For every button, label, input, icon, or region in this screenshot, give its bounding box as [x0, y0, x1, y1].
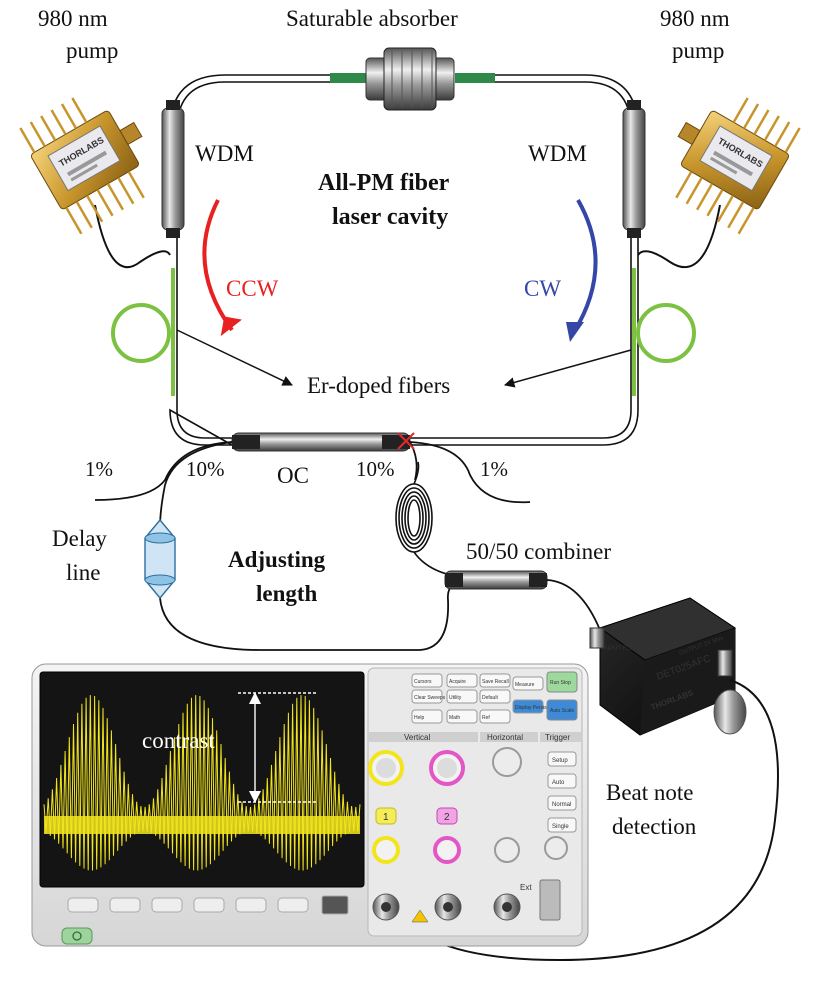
ccw-arrow: [202, 199, 242, 337]
er-doped-fiber-right: [632, 268, 696, 396]
ch2-label: 2: [444, 812, 450, 823]
sa-green-sleeves: [330, 73, 495, 83]
beat-note-waveform: [43, 695, 361, 871]
scope-button-label: Cursors: [414, 679, 432, 685]
scope-button[interactable]: [479, 673, 511, 688]
section-horizontal: Horizontal: [487, 733, 523, 742]
pct-10-right: 10%: [356, 457, 395, 481]
pump-left-line1: 980 nm: [38, 6, 108, 31]
saturable-absorber-connector: [365, 47, 455, 111]
pct-1-right: 1%: [480, 457, 508, 481]
oc-label: OC: [277, 463, 309, 488]
ext-label: Ext: [520, 883, 532, 892]
pump-diode-left: THORLABS: [19, 97, 145, 235]
scope-button-label: Default: [482, 695, 498, 701]
wdm-left: [161, 100, 185, 238]
pump-fibers: [94, 204, 721, 268]
bnc-inputs: Ext: [372, 879, 561, 923]
section-trigger: Trigger: [545, 733, 570, 742]
adjusting-length-line1: Adjusting: [228, 547, 326, 572]
trigger-button[interactable]: [547, 773, 577, 789]
scope-button[interactable]: [479, 709, 511, 724]
pump-diode-right: THORLABS: [675, 97, 801, 235]
pct-10-left: 10%: [186, 457, 225, 481]
scope-button[interactable]: [512, 699, 544, 714]
contrast-label: contrast: [142, 728, 215, 753]
signal-cable: [394, 679, 779, 962]
horizontal-knobs: [492, 747, 568, 863]
trigger-button[interactable]: [547, 817, 577, 833]
scope-button-label: Clear Sweeps: [414, 695, 446, 701]
trigger-button[interactable]: [547, 795, 577, 811]
scope-button[interactable]: [546, 671, 578, 693]
beat-note-line1: Beat note: [606, 780, 694, 805]
er-fibers-label: Er-doped fibers: [307, 373, 450, 398]
fiber-spool: [395, 461, 471, 579]
scope-trace: [43, 695, 361, 871]
scope-button-label: Help: [414, 715, 425, 721]
wdm-right-label: WDM: [528, 141, 587, 166]
trigger-button-label: Single: [552, 824, 569, 830]
ccw-label: CCW: [226, 276, 279, 301]
scope-button-label: Run Stop: [550, 680, 571, 686]
wdm-left-label: WDM: [195, 141, 254, 166]
labels: 980 nm pump 980 nm pump Saturable absorb…: [38, 6, 730, 839]
scope-button-label: Measure: [515, 682, 535, 688]
er-doped-fiber-left: [111, 268, 175, 396]
section-vertical: Vertical: [404, 733, 430, 742]
cavity-title-line1: All-PM fiber: [318, 170, 450, 196]
combiner-label: 50/50 combiner: [466, 539, 611, 564]
scope-button[interactable]: [411, 709, 443, 724]
contrast-marker: [238, 692, 318, 803]
trigger-button-label: Normal: [552, 802, 571, 808]
er-fiber-pointers: [176, 329, 632, 388]
scope-button[interactable]: [446, 709, 478, 724]
wdm-right: [622, 100, 646, 238]
cw-arrow: [566, 199, 598, 342]
scope-button[interactable]: [446, 689, 478, 704]
fiber-cut-mark: [397, 432, 415, 450]
scope-button[interactable]: [479, 689, 511, 704]
cw-label: CW: [524, 276, 561, 301]
pump-right-line2: pump: [672, 38, 724, 63]
scope-button-label: Auto Scale: [550, 708, 574, 714]
detector-input-label: INPUT FC/PC: [603, 646, 641, 652]
delay-line-line1: Delay: [52, 526, 107, 551]
photodetector: DET025AFC THORLABS OUTPUT 2V Max INPUT F…: [589, 597, 747, 736]
delay-line-line2: line: [66, 560, 101, 585]
combiner-5050: [444, 570, 601, 631]
scope-button[interactable]: [446, 673, 478, 688]
trigger-button[interactable]: [547, 751, 577, 767]
scope-button-label: Math: [449, 715, 460, 721]
pct-1-left: 1%: [85, 457, 113, 481]
power-button: [61, 927, 93, 945]
noise-band: [44, 816, 360, 834]
output-coupler: [231, 432, 411, 452]
adjusting-length-line2: length: [256, 581, 318, 606]
scope-button[interactable]: [546, 699, 578, 721]
scope-button[interactable]: [411, 689, 443, 704]
pump-left-line2: pump: [66, 38, 118, 63]
scope-button-label: Utility: [449, 695, 462, 701]
scope-button-label: Ref: [482, 715, 490, 721]
pump-right-line1: 980 nm: [660, 6, 730, 31]
cavity-title-line2: laser cavity: [332, 204, 448, 230]
saturable-absorber-label: Saturable absorber: [286, 6, 458, 31]
ch1-label: 1: [383, 812, 389, 823]
scope-button[interactable]: [411, 673, 443, 688]
scope-button[interactable]: [512, 676, 544, 691]
trigger-button-label: Auto: [552, 780, 565, 786]
softkeys: [67, 895, 349, 915]
scope-button-label: Acquire: [449, 679, 466, 685]
ch1-knobs: 1: [368, 750, 404, 864]
scope-button-label: Save Recall: [482, 679, 509, 685]
ch2-knobs: 2: [429, 750, 465, 864]
scope-button-label: Display Persist: [515, 705, 549, 711]
beat-note-line2: detection: [612, 814, 697, 839]
delay-line: [144, 518, 176, 600]
trigger-button-label: Setup: [552, 758, 568, 764]
